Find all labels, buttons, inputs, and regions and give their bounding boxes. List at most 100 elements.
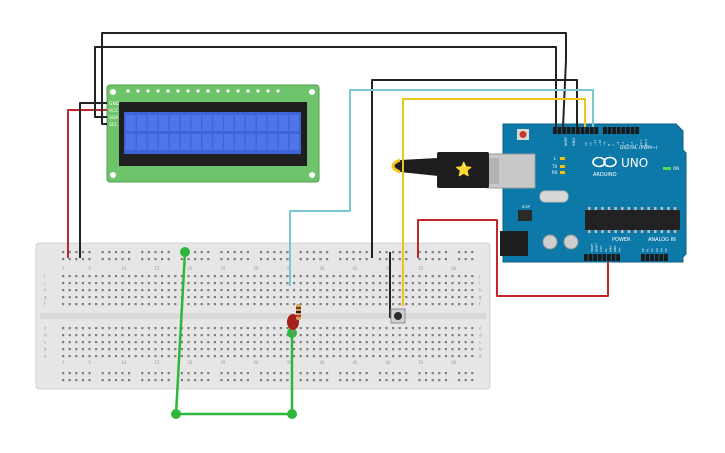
breadboard-hole[interactable] xyxy=(101,258,104,261)
breadboard-hole[interactable] xyxy=(392,334,395,337)
breadboard-hole[interactable] xyxy=(174,327,177,330)
breadboard-hole[interactable] xyxy=(141,341,144,344)
breadboard-hole[interactable] xyxy=(141,282,144,285)
breadboard-hole[interactable] xyxy=(101,251,104,254)
breadboard-hole[interactable] xyxy=(233,251,236,254)
breadboard-hole[interactable] xyxy=(326,289,329,292)
breadboard-hole[interactable] xyxy=(451,282,454,285)
breadboard-hole[interactable] xyxy=(464,379,467,382)
breadboard-hole[interactable] xyxy=(167,296,170,299)
breadboard-hole[interactable] xyxy=(332,289,335,292)
breadboard-hole[interactable] xyxy=(207,258,210,261)
breadboard-hole[interactable] xyxy=(207,341,210,344)
breadboard-hole[interactable] xyxy=(299,334,302,337)
breadboard-hole[interactable] xyxy=(286,355,289,358)
breadboard-hole[interactable] xyxy=(88,379,91,382)
breadboard-hole[interactable] xyxy=(286,289,289,292)
breadboard-hole[interactable] xyxy=(411,275,414,278)
breadboard-hole[interactable] xyxy=(220,303,223,306)
breadboard-hole[interactable] xyxy=(438,334,441,337)
breadboard-hole[interactable] xyxy=(359,303,362,306)
breadboard-hole[interactable] xyxy=(187,327,190,330)
analog-pin[interactable] xyxy=(654,254,659,261)
breadboard-hole[interactable] xyxy=(246,251,249,254)
breadboard-hole[interactable] xyxy=(438,372,441,375)
breadboard-hole[interactable] xyxy=(326,303,329,306)
breadboard-hole[interactable] xyxy=(227,251,230,254)
breadboard-hole[interactable] xyxy=(128,327,131,330)
breadboard-hole[interactable] xyxy=(273,296,276,299)
breadboard-hole[interactable] xyxy=(279,327,282,330)
breadboard-hole[interactable] xyxy=(365,275,368,278)
breadboard-hole[interactable] xyxy=(392,303,395,306)
breadboard-hole[interactable] xyxy=(180,348,183,351)
breadboard-hole[interactable] xyxy=(352,296,355,299)
breadboard-hole[interactable] xyxy=(95,296,98,299)
breadboard-hole[interactable] xyxy=(411,355,414,358)
breadboard-hole[interactable] xyxy=(121,303,124,306)
breadboard-hole[interactable] xyxy=(385,341,388,344)
breadboard-hole[interactable] xyxy=(444,372,447,375)
breadboard-hole[interactable] xyxy=(114,296,117,299)
breadboard-hole[interactable] xyxy=(359,251,362,254)
breadboard-hole[interactable] xyxy=(398,296,401,299)
breadboard-hole[interactable] xyxy=(279,275,282,278)
breadboard-hole[interactable] xyxy=(167,379,170,382)
breadboard-hole[interactable] xyxy=(411,327,414,330)
breadboard-hole[interactable] xyxy=(260,372,263,375)
breadboard-hole[interactable] xyxy=(227,258,230,261)
breadboard-hole[interactable] xyxy=(273,348,276,351)
breadboard-hole[interactable] xyxy=(299,275,302,278)
breadboard-hole[interactable] xyxy=(365,341,368,344)
breadboard-hole[interactable] xyxy=(365,282,368,285)
breadboard-hole[interactable] xyxy=(141,379,144,382)
breadboard-hole[interactable] xyxy=(220,289,223,292)
breadboard-hole[interactable] xyxy=(75,355,78,358)
breadboard-hole[interactable] xyxy=(213,327,216,330)
breadboard-hole[interactable] xyxy=(326,258,329,261)
breadboard-hole[interactable] xyxy=(398,303,401,306)
breadboard-hole[interactable] xyxy=(471,379,474,382)
breadboard-hole[interactable] xyxy=(471,258,474,261)
breadboard-hole[interactable] xyxy=(62,355,65,358)
breadboard-hole[interactable] xyxy=(279,348,282,351)
breadboard-hole[interactable] xyxy=(273,251,276,254)
breadboard-hole[interactable] xyxy=(154,251,157,254)
breadboard-hole[interactable] xyxy=(286,379,289,382)
breadboard-hole[interactable] xyxy=(108,251,111,254)
breadboard-hole[interactable] xyxy=(95,303,98,306)
breadboard-hole[interactable] xyxy=(147,251,150,254)
breadboard-hole[interactable] xyxy=(141,334,144,337)
breadboard-hole[interactable] xyxy=(266,275,269,278)
breadboard-hole[interactable] xyxy=(345,282,348,285)
breadboard-hole[interactable] xyxy=(180,275,183,278)
breadboard-hole[interactable] xyxy=(154,275,157,278)
breadboard-hole[interactable] xyxy=(293,348,296,351)
breadboard-hole[interactable] xyxy=(134,303,137,306)
breadboard-hole[interactable] xyxy=(62,282,65,285)
breadboard-hole[interactable] xyxy=(458,372,461,375)
breadboard-hole[interactable] xyxy=(385,334,388,337)
breadboard-hole[interactable] xyxy=(326,327,329,330)
breadboard-hole[interactable] xyxy=(194,282,197,285)
breadboard-hole[interactable] xyxy=(128,258,131,261)
breadboard-hole[interactable] xyxy=(174,282,177,285)
breadboard-hole[interactable] xyxy=(101,303,104,306)
breadboard-hole[interactable] xyxy=(227,303,230,306)
breadboard-hole[interactable] xyxy=(246,341,249,344)
breadboard-hole[interactable] xyxy=(359,348,362,351)
breadboard-hole[interactable] xyxy=(240,258,243,261)
breadboard-hole[interactable] xyxy=(444,355,447,358)
breadboard-hole[interactable] xyxy=(240,251,243,254)
breadboard-hole[interactable] xyxy=(147,334,150,337)
breadboard-hole[interactable] xyxy=(240,372,243,375)
breadboard-hole[interactable] xyxy=(352,334,355,337)
breadboard-hole[interactable] xyxy=(81,296,84,299)
breadboard-hole[interactable] xyxy=(227,334,230,337)
breadboard-hole[interactable] xyxy=(240,355,243,358)
breadboard-hole[interactable] xyxy=(121,275,124,278)
digital-pin[interactable] xyxy=(585,127,589,134)
breadboard-hole[interactable] xyxy=(392,372,395,375)
digital-pin[interactable] xyxy=(557,127,562,134)
breadboard-hole[interactable] xyxy=(213,341,216,344)
